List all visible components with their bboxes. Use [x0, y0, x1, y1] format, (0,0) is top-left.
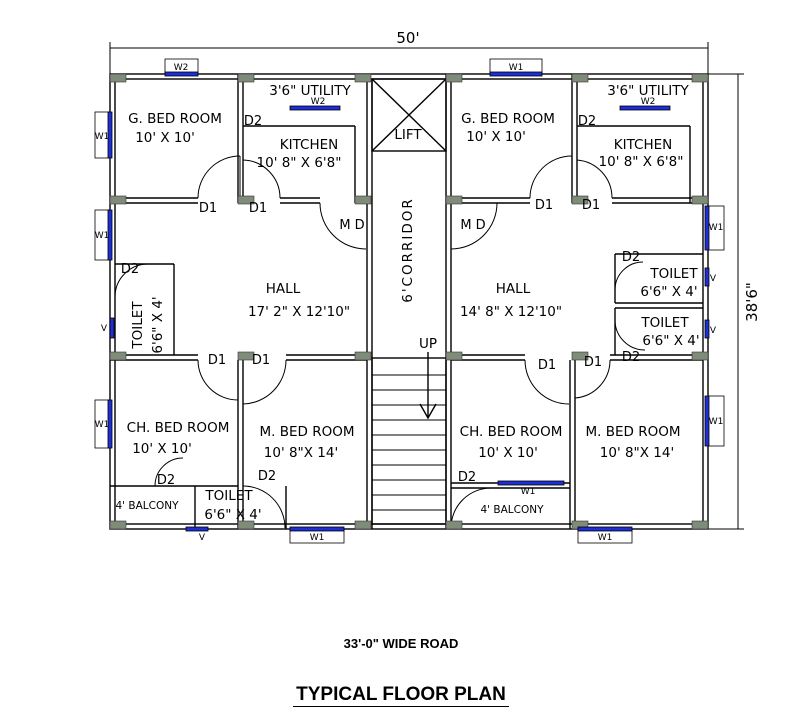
left-unit-labels: G. BED ROOM 10' X 10' 3'6" UTILITY KITCH…: [115, 83, 354, 523]
room-size: 10' X 10': [132, 441, 192, 457]
structure-layer: [109, 42, 744, 530]
room-size: 10' 8"X 14': [600, 445, 674, 461]
staircase: [371, 357, 447, 525]
window-tag: W2: [641, 97, 656, 107]
room-size: 10' X 10': [466, 129, 526, 145]
door-tag: D2: [244, 114, 262, 129]
room-size: 10' X 10': [135, 130, 195, 146]
window-tag: W1: [709, 223, 724, 233]
vent-tag: V: [199, 533, 206, 543]
lift-cross: [371, 78, 447, 152]
vent-tag: V: [710, 274, 717, 284]
room-size: 6'6" X 4': [640, 284, 697, 300]
floor-plan-drawing: 50' 38'6" W2 W1 W2 W2 W1 W1 W1 W1 W1 W1 …: [94, 29, 761, 544]
main-door-tag: M D: [339, 218, 364, 233]
room-label: TOILET: [204, 488, 253, 504]
room-label: KITCHEN: [280, 137, 339, 153]
door-tag: D2: [622, 350, 640, 365]
door-tag: D1: [249, 201, 267, 216]
room-label: 4' BALCONY: [480, 504, 544, 516]
corridor-label: 6'CORRIDOR: [400, 197, 416, 303]
stair-treads: [372, 374, 446, 511]
door-tag: D1: [582, 198, 600, 213]
windows: [94, 58, 725, 544]
room-size: 17' 2" X 12'10": [248, 304, 350, 320]
room-label: HALL: [266, 281, 301, 297]
door-tag: D2: [458, 470, 476, 485]
window-tag: W1: [95, 420, 110, 430]
width-dimension: 50': [396, 29, 419, 47]
window-tag: W1: [95, 231, 110, 241]
door-tag: D1: [208, 353, 226, 368]
lift-label: LIFT: [394, 127, 422, 143]
room-size: 6'6" X 4': [204, 507, 261, 523]
room-size: 14' 8" X 12'10": [460, 304, 562, 320]
room-label: TOILET: [130, 301, 146, 350]
room-label: TOILET: [649, 266, 698, 282]
window-tags: W2 W1 W2 W2 W1 W1 W1 W1 W1 W1 W1 W1 V V …: [95, 63, 724, 543]
room-size: 10' 8" X 6'8": [257, 155, 342, 171]
room-label: KITCHEN: [614, 137, 673, 153]
depth-dimension: 38'6": [743, 282, 761, 322]
right-unit-labels: G. BED ROOM 10' X 10' 3'6" UTILITY KITCH…: [460, 83, 700, 516]
plan-title-text: TYPICAL FLOOR PLAN: [293, 684, 509, 707]
road-caption: 33'-0" WIDE ROAD: [343, 636, 459, 651]
vent-tag: V: [101, 324, 108, 334]
door-tag: D1: [538, 358, 556, 373]
room-label: CH. BED ROOM: [460, 424, 563, 440]
window-tag: W1: [598, 533, 613, 543]
door-tag: D2: [121, 262, 139, 277]
room-label: TOILET: [640, 315, 689, 331]
stair-up-label: UP: [419, 336, 437, 352]
window-tag: W1: [95, 132, 110, 142]
window-tag: W2: [174, 63, 189, 73]
room-label: M. BED ROOM: [586, 424, 681, 440]
window-tag: W1: [709, 417, 724, 427]
room-size: 10' 8" X 6'8": [599, 154, 684, 170]
window-tag: W1: [521, 487, 536, 497]
stair-arrowhead: [419, 403, 437, 420]
dimension-lines: [109, 42, 744, 530]
room-size: 6'6" X 4': [642, 333, 699, 349]
room-label: G. BED ROOM: [461, 111, 555, 127]
vent-tag: V: [710, 326, 717, 336]
window-tag: W1: [310, 533, 325, 543]
door-tag: D2: [258, 469, 276, 484]
room-label: M. BED ROOM: [260, 424, 355, 440]
door-tag: D2: [622, 250, 640, 265]
door-tags: D1 D1 D2 D2 D1 D1 D2 D2 D1 D1 D2 D2 D2 D…: [121, 114, 640, 488]
room-size: 6'6" X 4': [150, 296, 166, 353]
room-label: 3'6" UTILITY: [269, 83, 351, 99]
columns: [109, 73, 709, 530]
main-door-tag: M D: [460, 218, 485, 233]
room-label: CH. BED ROOM: [127, 420, 230, 436]
window-tag: W2: [311, 97, 326, 107]
window-tag: W1: [509, 63, 524, 73]
lift-shaft: [371, 78, 447, 152]
door-swings: [114, 155, 646, 529]
plan-title: TYPICAL FLOOR PLAN: [0, 684, 802, 707]
door-tag: D1: [252, 353, 270, 368]
room-label: HALL: [496, 281, 531, 297]
room-label: 3'6" UTILITY: [607, 83, 689, 99]
door-tag: D1: [584, 355, 602, 370]
door-tag: D2: [578, 114, 596, 129]
room-label: 4' BALCONY: [115, 500, 179, 512]
room-label: G. BED ROOM: [128, 111, 222, 127]
outer-wall: [109, 73, 709, 530]
room-size: 10' X 10': [478, 445, 538, 461]
door-tag: D1: [535, 198, 553, 213]
room-size: 10' 8"X 14': [264, 445, 338, 461]
door-tag: D2: [157, 473, 175, 488]
door-tag: D1: [199, 201, 217, 216]
